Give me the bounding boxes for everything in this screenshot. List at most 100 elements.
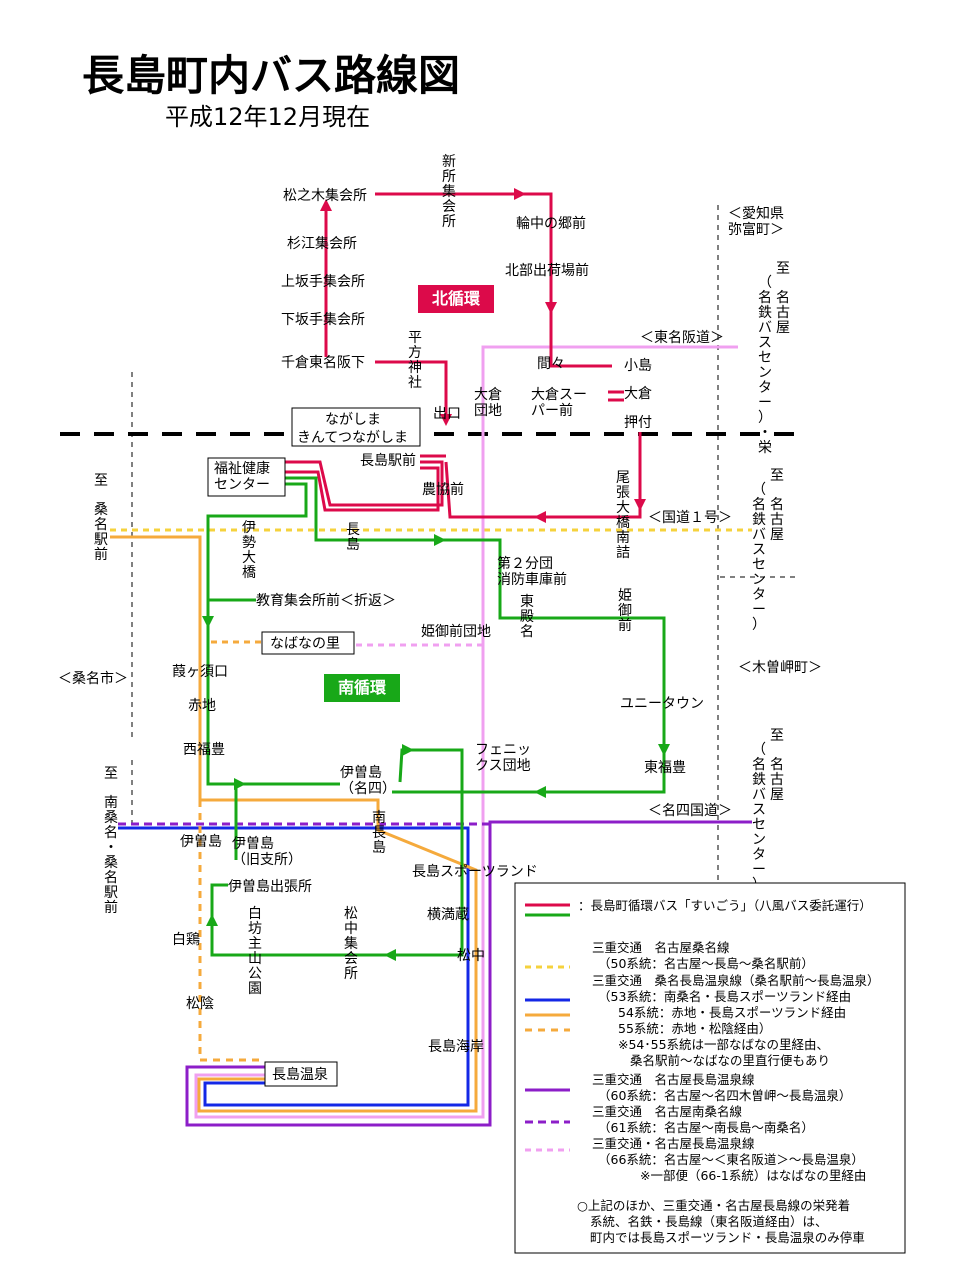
stop-matsunaka-shukai: 会	[344, 951, 358, 967]
dir-to-minami-kuwana: 桑	[104, 855, 118, 871]
stop-shirotori: 白鶏	[172, 932, 200, 948]
stop-phoenix: クス団地	[475, 758, 531, 774]
stop-shirobo: 公	[248, 966, 262, 982]
dir-to-nagoya-1: ス	[752, 542, 766, 558]
stop-himemikado: 御	[618, 603, 632, 619]
dir-to-kuwana-eki: 桑	[94, 502, 108, 518]
stop-matsunaka: 松中	[457, 948, 485, 964]
road-kokudo1: ＜国道１号＞	[648, 510, 732, 526]
dir-aichi: ＜愛知県	[728, 205, 784, 222]
dir-aichi: 弥富町＞	[728, 221, 784, 238]
legend-l17: 系統、名鉄・長島線（東名阪道経由）は、	[590, 1214, 828, 1229]
stop-shirobo: 白	[248, 906, 262, 922]
route-66-line	[194, 345, 738, 1119]
dir-to-nagoya-2: バ	[752, 787, 766, 803]
stop-shinsho: 会	[442, 199, 456, 215]
stop-higashi-tonomyo: 殿	[520, 609, 534, 625]
legend-l8: 桑名駅前～なばなの里直行便もあり	[630, 1053, 830, 1068]
stop-oshitsuke: 押付	[624, 415, 652, 431]
south-loop-line	[202, 476, 670, 961]
dir-kisosaki: ＜木曽岬町＞	[738, 660, 822, 676]
stop-deguchi: 出口	[433, 406, 461, 422]
dir-to-nagoya-sakae: （	[758, 275, 772, 291]
legend-l2: （50系統：名古屋～長島～桑名駅前）	[598, 956, 814, 971]
stop-himemikado-danchi: 姫御前団地	[421, 623, 491, 640]
dir-to-nagoya-1: 名	[752, 497, 766, 513]
stop-shinsho: 所	[442, 214, 456, 230]
dir-to-nagoya-2: 鉄	[752, 772, 766, 788]
legend-l1: 三重交通 名古屋桑名線	[592, 940, 730, 955]
dir-to-minami-kuwana: 南	[104, 795, 118, 811]
stop-nishifukuyoshi: 西福豊	[183, 742, 225, 758]
legend-l3: 三重交通 桑名長島温泉線（桑名駅前～長島温泉）	[592, 973, 880, 988]
stop-nagashima: 島	[346, 537, 360, 553]
legend-box	[514, 882, 906, 1254]
stop-minami-nagashima: 島	[372, 840, 386, 856]
north-loop-line	[285, 188, 646, 523]
dir-to-kuwana-eki: 駅	[94, 532, 108, 548]
route-60-61-line	[118, 820, 752, 1127]
stop-himemikado: 姫	[618, 588, 632, 604]
stop-shirobo: 園	[248, 981, 262, 997]
stop-chikura: 千倉東名阪下	[281, 355, 365, 371]
legend-l7: ※54･55系統は一部なばなの里経由、	[618, 1037, 829, 1052]
stop-nagashima-sports: 長島スポーツランド	[412, 864, 538, 880]
stop-fukushi: センター	[214, 477, 270, 493]
dir-to-nagoya-2: タ	[752, 847, 766, 863]
stop-shirobo: 主	[248, 936, 262, 952]
stop-owari: 南	[616, 530, 630, 546]
dir-to-minami-kuwana: 至	[104, 766, 118, 782]
stop-isojima-kyushi: （旧支所）	[232, 852, 302, 868]
stop-nagashima: 長	[346, 522, 360, 538]
stop-minami-nagashima: 長	[372, 825, 386, 841]
stop-shinsho: 所	[442, 169, 456, 185]
legend-l14: （66系統：名古屋～＜東名阪道＞～長島温泉）	[598, 1152, 864, 1167]
stop-kyoiku: 教育集会所前＜折返＞	[256, 592, 396, 609]
dir-to-kuwana-eki: 名	[94, 517, 108, 533]
dir-to-minami-kuwana: 駅	[104, 885, 118, 901]
dir-to-nagoya-sakae: バ	[758, 320, 772, 336]
legend-loop_bus: ：長島町循環バス「すいごう」（八風バス委託運行）	[578, 898, 872, 913]
legend-l12: （61系統：名古屋～南長島～南桑名）	[598, 1120, 814, 1135]
dir-to-nagoya-1: 鉄	[752, 512, 766, 528]
dir-to-nagoya-2: 古	[770, 772, 784, 788]
dir-to-minami-kuwana: 桑	[104, 810, 118, 826]
stop-kamisakate: 上坂手集会所	[281, 273, 365, 290]
dir-to-nagoya-1: 屋	[770, 527, 784, 543]
dir-to-kuwana-eki: 至	[94, 473, 108, 489]
dir-to-nagoya-1: ン	[752, 572, 766, 588]
legend-l16: ○上記のほか、三重交通・名古屋長島線の栄発着	[577, 1198, 850, 1213]
legend-l10: （60系統：名古屋～名四木曽岬～長島温泉）	[598, 1088, 851, 1103]
stop-okura-super: パー前	[531, 402, 573, 419]
stop-matsukage: 松陰	[186, 996, 214, 1012]
stop-shinsho: 新	[442, 154, 456, 170]
dir-to-minami-kuwana: ・	[104, 840, 118, 856]
dir-to-minami-kuwana: 前	[104, 899, 118, 916]
stop-higashi-tonomyo: 東	[520, 594, 534, 610]
stop-matsunoki: 松之木集会所	[283, 187, 367, 204]
stop-isojima: 伊曽島	[180, 834, 222, 850]
stop-ise-ohashi: 橋	[242, 565, 256, 581]
map-subtitle: 平成12年12月現在	[165, 103, 370, 131]
dir-to-nagoya-2: ス	[752, 802, 766, 818]
legend-swatches	[525, 903, 570, 1152]
stop-sugie: 杉江集会所	[287, 235, 357, 252]
stop-unitown: ユニータウン	[620, 696, 704, 712]
legend-l15: ※一部便（66-1系統）はなばなの里経由	[640, 1168, 866, 1183]
stop-okura-danchi: 団地	[474, 403, 502, 419]
stop-matsunaka-shukai: 松	[344, 906, 358, 922]
dir-to-nagoya-sakae: 栄	[758, 440, 772, 456]
dir-to-nagoya-sakae: ン	[758, 365, 772, 381]
stop-himemikado: 前	[618, 617, 632, 634]
stop-kosugaguchi: 葭ヶ須口	[172, 664, 228, 680]
dir-to-nagoya-1: ー	[752, 602, 766, 618]
stop-matsunaka-shukai: 所	[344, 966, 358, 982]
stop-okura: 大倉	[624, 386, 652, 402]
stop-kojima: 小島	[624, 358, 652, 374]
dir-to-nagoya-1: 名	[770, 497, 784, 513]
stop-ise-ohashi: 大	[242, 550, 256, 566]
stop-isojima-shucchou: 伊曽島出張所	[228, 879, 312, 895]
legend-l13: 三重交通・名古屋長島温泉線	[592, 1136, 755, 1151]
stop-owari: 詰	[616, 545, 630, 561]
stop-phoenix: フェニッ	[475, 742, 531, 758]
